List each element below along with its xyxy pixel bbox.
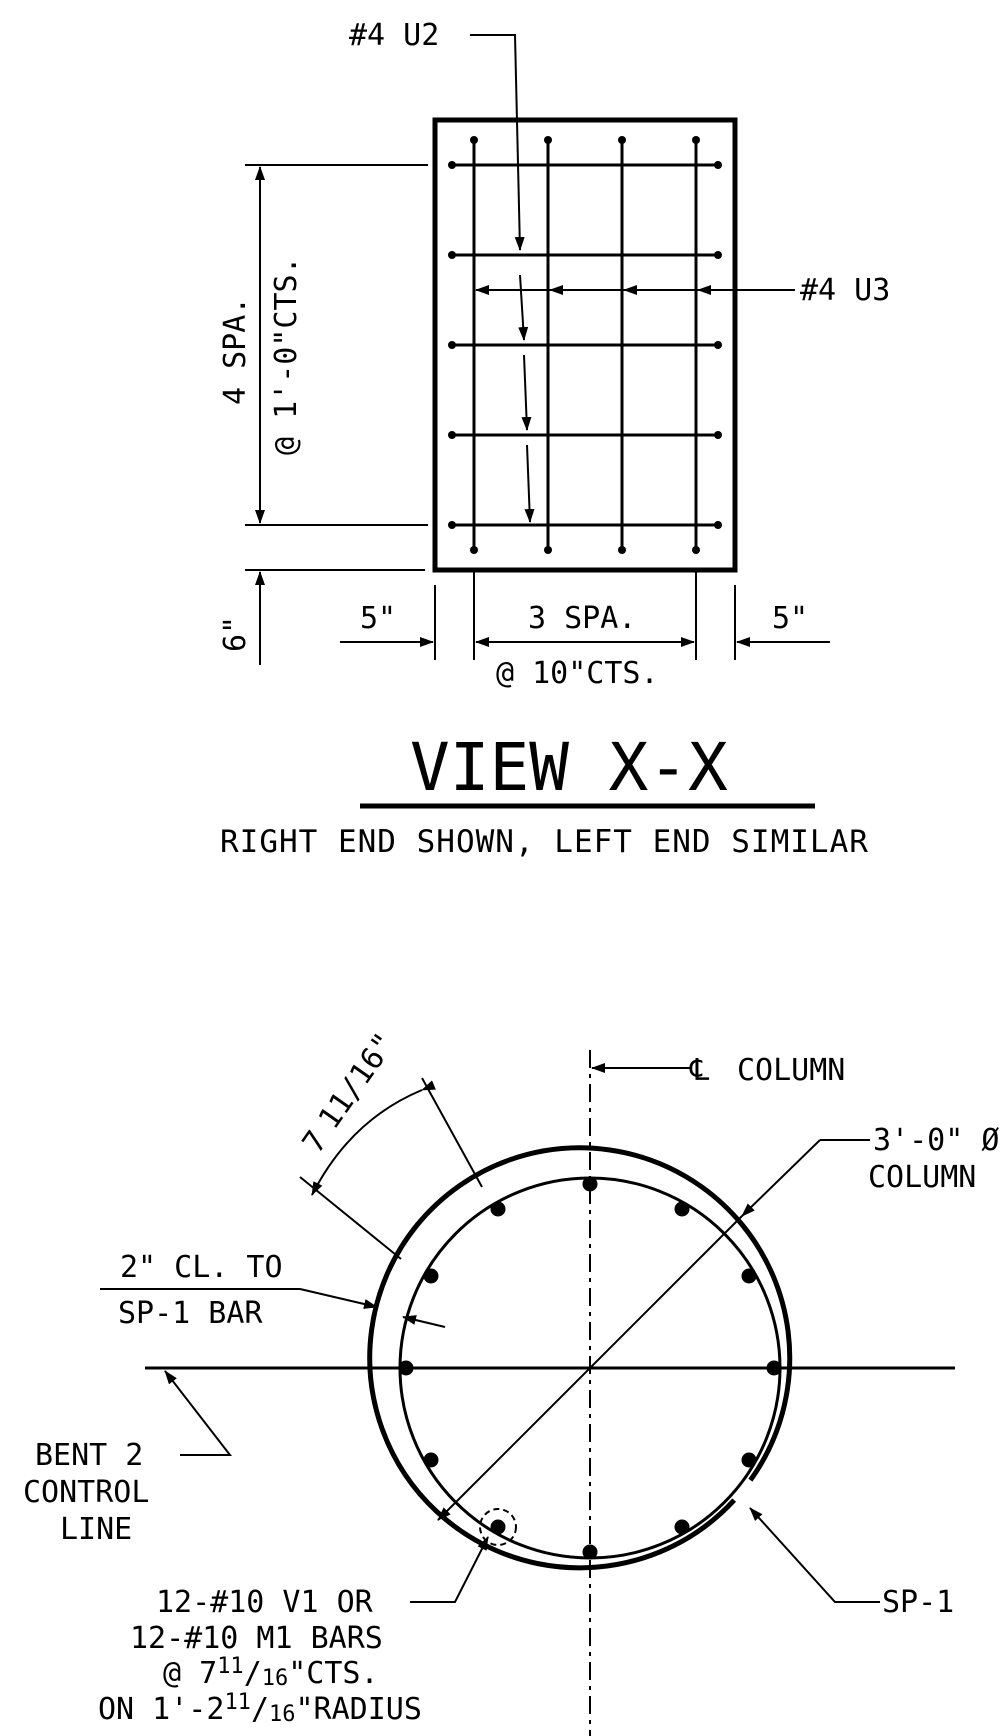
bars-line4: ON 1'-211/16"RADIUS bbox=[98, 1690, 422, 1727]
arc-dim-curve bbox=[311, 1080, 436, 1196]
bars-line4-a: ON 1'-2 bbox=[98, 1692, 224, 1727]
bars-line3: @ 711/16"CTS. bbox=[163, 1654, 379, 1691]
bar bbox=[582, 1544, 598, 1560]
left-edge-dim: 5" bbox=[360, 601, 396, 636]
u2-leader bbox=[470, 34, 535, 523]
bars-line3-a: @ 7 bbox=[163, 1656, 217, 1691]
bar bbox=[398, 1360, 414, 1376]
bar bbox=[741, 1452, 757, 1468]
horizontal-dimension bbox=[340, 570, 830, 660]
bar bbox=[741, 1268, 757, 1284]
vertical-bars bbox=[470, 136, 700, 554]
cl-symbol: ℄ bbox=[689, 1053, 710, 1088]
bar bbox=[582, 1176, 598, 1192]
column-section: ℄ COLUMN 3'-0" Ø COLUMN 7 11/16" 2" CL. … bbox=[23, 1027, 999, 1736]
bar bbox=[490, 1201, 506, 1217]
label-u2: #4 U2 bbox=[349, 18, 439, 53]
clearance-line1: 2" CL. TO bbox=[120, 1250, 283, 1285]
bars-line2: 12-#10 M1 BARS bbox=[130, 1621, 383, 1656]
bar bbox=[766, 1360, 782, 1376]
bars-line3-d: 16 bbox=[262, 1666, 289, 1691]
diameter-line1: 3'-0" Ø bbox=[873, 1123, 999, 1158]
bent-line3: LINE bbox=[60, 1512, 132, 1547]
longitudinal-bars bbox=[398, 1176, 782, 1560]
bars-line3-e: "CTS. bbox=[288, 1656, 378, 1691]
view-title: VIEW X-X bbox=[410, 729, 728, 806]
column-outline bbox=[367, 1145, 793, 1571]
bars-line4-b: 11 bbox=[224, 1690, 251, 1715]
bent-line2: CONTROL bbox=[23, 1475, 149, 1510]
arc-dim-whole: 7 bbox=[296, 1125, 335, 1160]
label-u3: #4 U3 bbox=[800, 273, 890, 308]
bottom-dim-6: 6" bbox=[218, 616, 253, 652]
horiz-dim-line1: 3 SPA. bbox=[528, 601, 636, 636]
arc-dim-fraction: 11/16" bbox=[312, 1027, 403, 1136]
bar bbox=[423, 1452, 439, 1468]
highlighted-bar-circle bbox=[479, 1508, 517, 1546]
cl-label: COLUMN bbox=[737, 1053, 845, 1088]
clearance-line2: SP-1 BAR bbox=[118, 1296, 263, 1331]
bar bbox=[423, 1268, 439, 1284]
vert-dim-line2: @ 1'-0"CTS. bbox=[269, 256, 304, 455]
view-x-x: #4 U2 #4 U3 4 SPA. @ 1'-0"CTS. 6" bbox=[218, 18, 890, 860]
bar bbox=[674, 1519, 690, 1535]
bars-line3-b: 11 bbox=[217, 1654, 244, 1679]
horizontal-bars bbox=[448, 161, 722, 529]
right-edge-dim: 5" bbox=[772, 601, 808, 636]
bent-line1: BENT 2 bbox=[35, 1438, 143, 1473]
spiral-label: SP-1 bbox=[882, 1585, 954, 1620]
bars-line4-e: "RADIUS bbox=[296, 1692, 422, 1727]
end-section-outline bbox=[432, 117, 738, 573]
vert-dim-line1: 4 SPA. bbox=[218, 297, 253, 405]
bars-line4-d: 16 bbox=[269, 1702, 296, 1727]
bar bbox=[674, 1201, 690, 1217]
bar bbox=[490, 1519, 506, 1535]
bars-line1: 12-#10 V1 OR bbox=[156, 1585, 374, 1620]
bars-line3-c: / bbox=[244, 1656, 262, 1691]
vertical-dimension bbox=[245, 164, 428, 665]
diameter-line2: COLUMN bbox=[868, 1160, 976, 1195]
diameter-dim-line bbox=[741, 1139, 821, 1217]
horiz-dim-line2: @ 10"CTS. bbox=[496, 656, 659, 691]
view-subtitle: RIGHT END SHOWN, LEFT END SIMILAR bbox=[220, 824, 869, 860]
bars-line4-c: / bbox=[251, 1692, 269, 1727]
